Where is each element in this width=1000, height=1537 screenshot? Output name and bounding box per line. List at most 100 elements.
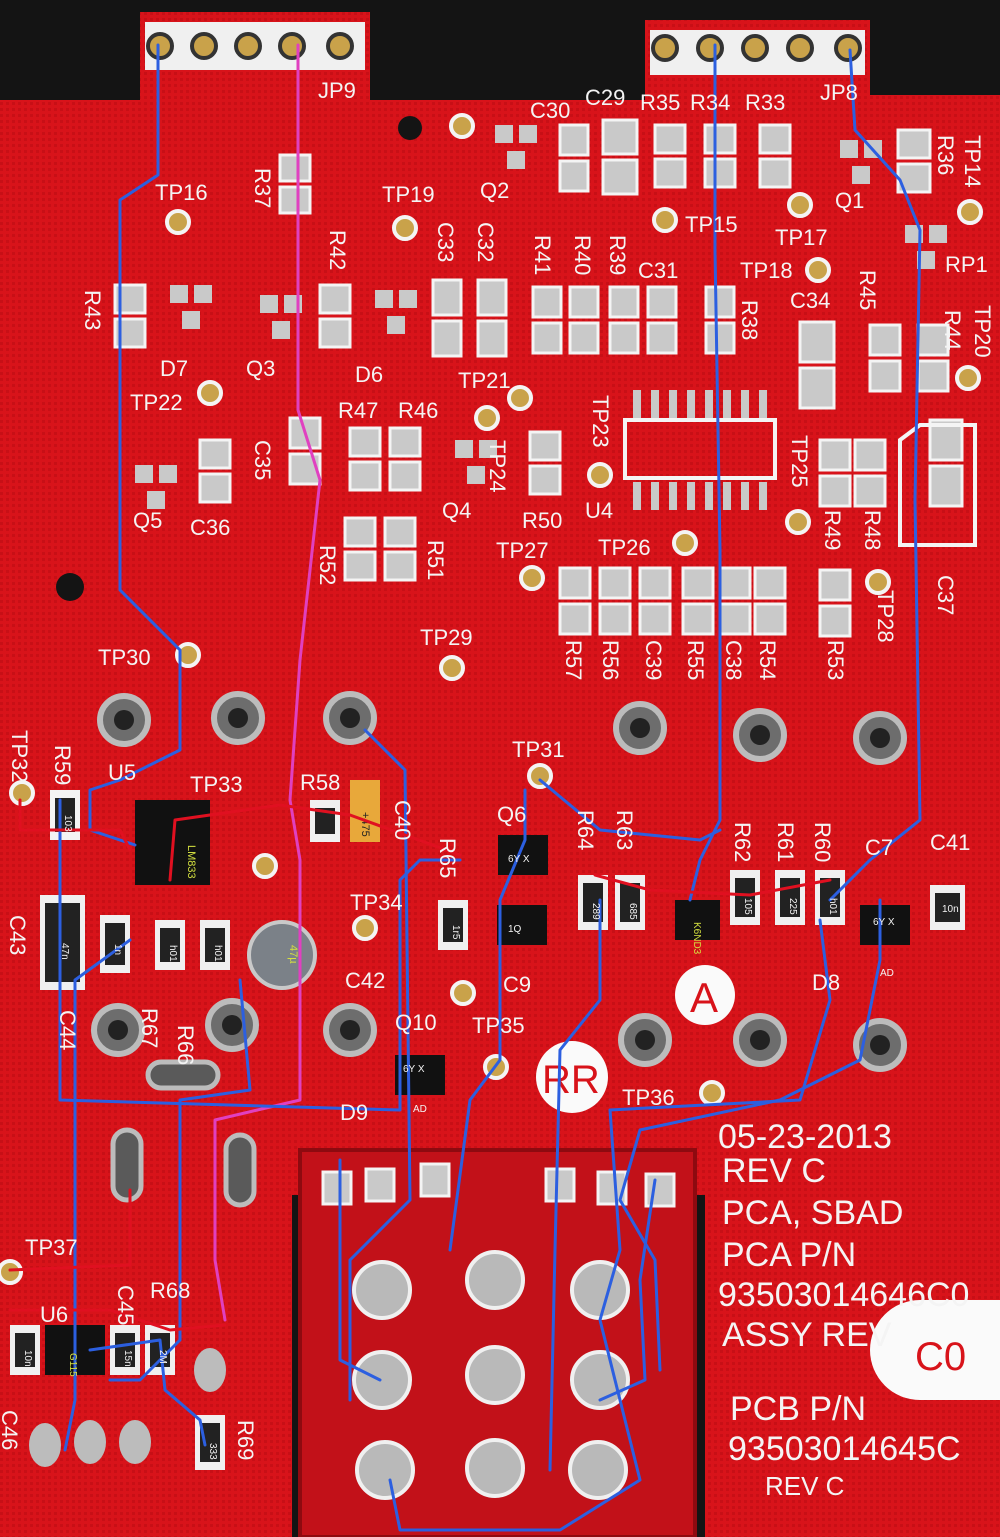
hole-center [222,1015,242,1035]
silk-label-r39: R39 [605,235,630,275]
part-mark-q9-mark: 1Q [508,924,522,935]
slot-hole [145,1059,221,1091]
smd-pad [818,474,852,508]
test-point-via [450,980,476,1006]
resistor-body [160,928,180,962]
silk-label-tp23: TP23 [588,395,613,448]
connector-pad [419,1162,451,1198]
smd-pad [383,516,417,548]
resistor-body [935,893,960,922]
silk-label-r45: R45 [855,270,880,310]
c42-mark: 47µ [287,945,299,964]
slot-hole [223,1132,257,1208]
part-mark-r62-mark: 105 [742,898,753,915]
silk-label-c39: C39 [641,640,666,680]
smd-pad [638,566,672,600]
smd-pad [375,290,393,308]
silk-label-tp18: TP18 [740,258,793,283]
smd-pad [853,474,887,508]
smd-pad [348,460,382,492]
silk-label-q10: Q10 [395,1010,437,1035]
part-mark-c46-mark: 10n [22,1350,33,1367]
silk-label-r68: R68 [150,1278,190,1303]
smd-pad [568,321,600,355]
silk-label-r67: R67 [137,1008,162,1048]
smd-pad [558,566,592,600]
silk-pcb-rev: REV C [765,1471,844,1501]
smd-pad [431,319,463,358]
silk-label-tp22: TP22 [130,390,183,415]
silk-pca: PCA, SBAD [722,1194,903,1232]
silk-label-r53: R53 [823,640,848,680]
connector-pin [465,1438,525,1498]
smd-pad [348,426,382,458]
smd-pad [916,359,950,393]
smd-pad [318,317,352,349]
smd-pad [598,566,632,600]
silk-label-jp9: JP9 [318,78,356,103]
resistor-body [735,878,755,917]
part-mark-d9-mark: AD [413,1104,427,1115]
silk-label-r50: R50 [522,508,562,533]
test-point-via [9,780,35,806]
silk-label-c44: C44 [55,1010,80,1050]
silk-rev: REV C [722,1152,826,1190]
smd-pad [896,128,932,160]
test-point-via [699,1080,725,1106]
smd-pad [147,491,165,509]
sot-package [395,1055,445,1095]
silk-label-c46: C46 [0,1410,22,1450]
smd-pad [868,323,902,357]
ic-pin [669,482,677,510]
part-mark-r59-mark: 103 [62,815,73,832]
through-hole-pad [194,1348,226,1392]
silk-label-q2: Q2 [480,178,509,203]
silk-label-r69: R69 [233,1420,258,1460]
silk-label-c29: C29 [585,85,625,110]
smd-pad [646,285,678,319]
silk-label-tp32: TP32 [7,730,32,783]
smd-pad [455,440,473,458]
smd-pad [598,602,632,636]
silk-label-tp35: TP35 [472,1013,525,1038]
silk-label-tp26: TP26 [598,535,651,560]
smd-pad [431,278,463,317]
ic-pin [669,390,677,418]
ic-pin [705,482,713,510]
silk-label-r37: R37 [250,168,275,208]
ic-pin [741,482,749,510]
part-mark-ic-mark: K6ND3 [691,922,702,955]
smd-pad [476,319,508,358]
silk-pcb-pn: PCB P/N [730,1390,866,1428]
stamp-c0-shape [870,1300,1000,1400]
test-point-via [785,509,811,535]
test-points [0,113,983,1285]
part-mark-q10-mark: 6Y X [403,1064,425,1075]
hole-center [114,710,134,730]
silk-label-c36: C36 [190,515,230,540]
part-mark-r63-mark: 685 [627,903,638,920]
silk-label-tp17: TP17 [775,225,828,250]
test-point-via [252,853,278,879]
silk-label-r41: R41 [530,235,555,275]
silk-label-tp31: TP31 [512,737,565,762]
smd-pad [608,285,640,319]
silk-block: 05-23-2013 REV C PCA, SBAD PCA P/N 93503… [718,1118,969,1501]
smd-pad [758,157,792,189]
silk-label-c41: C41 [930,830,970,855]
connector-pin [570,1260,630,1320]
through-hole-pad [29,1423,61,1467]
silk-label-tp20: TP20 [970,305,995,358]
silk-label-r57: R57 [561,640,586,680]
part-mark-c7-mark: 6Y X [873,917,895,928]
header-pin [651,34,679,62]
silk-label-q3: Q3 [246,356,275,381]
silk-label-r48: R48 [860,510,885,550]
silk-label-c31: C31 [638,258,678,283]
header-pin [834,34,862,62]
stamp-a-circle [675,965,735,1025]
